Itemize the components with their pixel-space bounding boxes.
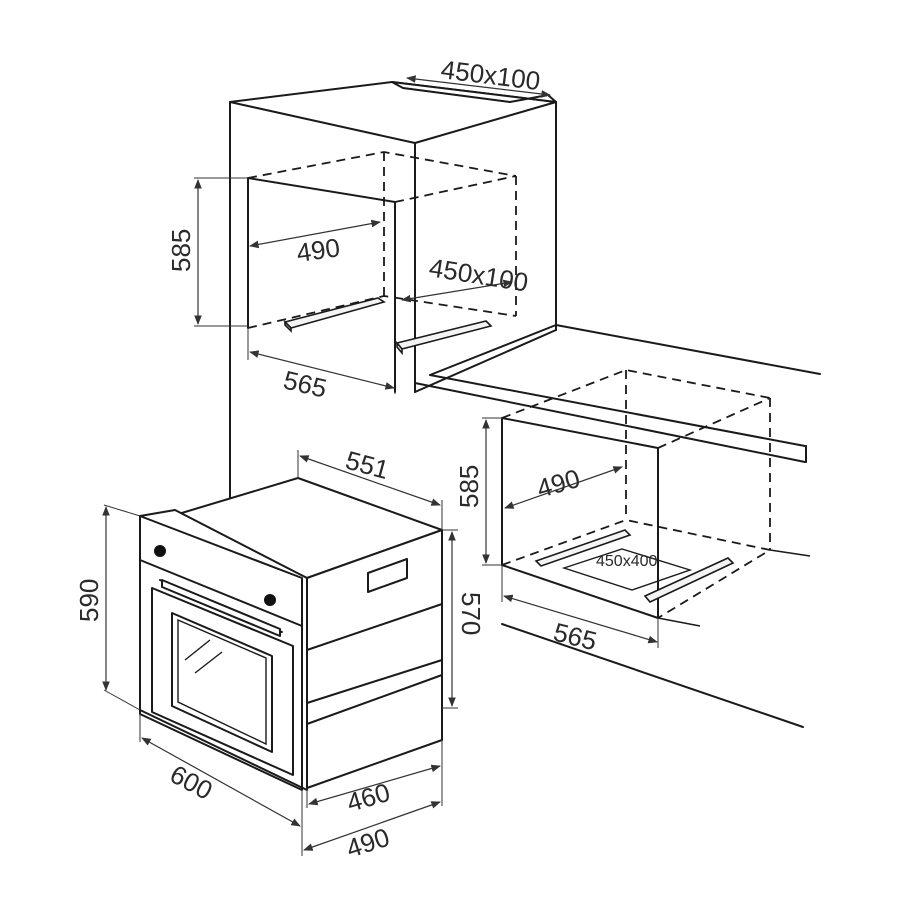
countertop — [414, 324, 821, 463]
label-lower-niche-height: 585 — [454, 465, 484, 508]
label-lower-niche-width: 490 — [533, 463, 583, 504]
label-oven-width: 600 — [165, 759, 217, 806]
upper-rail-left — [283, 297, 386, 333]
label-oven-total-depth: 490 — [343, 822, 394, 864]
label-oven-body-depth: 460 — [343, 777, 393, 818]
label-upper-rear-cutout: 450x100 — [427, 252, 530, 297]
upper-rail-right — [395, 320, 493, 356]
label-oven-depth-top: 551 — [342, 445, 392, 485]
label-upper-niche-width: 490 — [295, 232, 342, 268]
side-vent-icon — [367, 558, 408, 593]
lower-floor-cutout — [561, 548, 693, 591]
dimension-labels: 450x100 585 490 450x100 565 585 490 450x… — [74, 54, 657, 864]
knob-right-icon — [264, 594, 276, 606]
label-oven-height: 590 — [74, 579, 104, 622]
dimension-lines — [102, 75, 659, 856]
label-oven-body-height: 570 — [456, 592, 486, 635]
oven — [139, 477, 443, 791]
label-upper-niche-height: 585 — [166, 229, 196, 272]
knob-left-icon — [154, 545, 166, 557]
lower-niche — [501, 369, 811, 728]
lower-rail-left — [534, 529, 632, 567]
door-handle — [161, 579, 281, 637]
label-lower-floor-cutout: 450x400 — [596, 553, 657, 570]
